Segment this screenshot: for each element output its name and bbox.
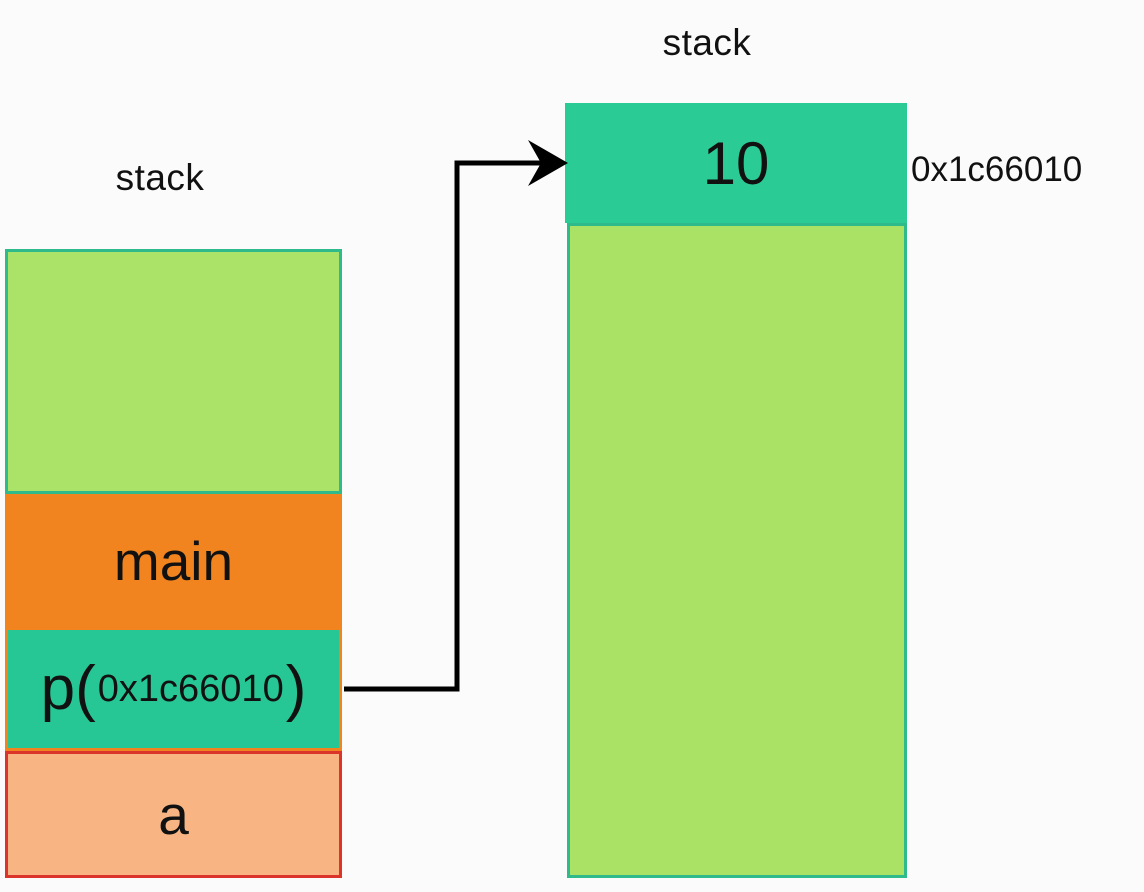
variable-a-label: a [158, 783, 189, 846]
pointer-arrowhead-icon [528, 140, 568, 186]
variable-a-box: a [5, 751, 342, 878]
value-cell-address-label: 0x1c66010 [911, 150, 1083, 189]
pointed-value-cell: 10 [565, 103, 907, 223]
pointer-label-prefix: p( [40, 654, 96, 723]
main-stack-frame: main [5, 494, 342, 627]
pointer-stack-frame: p( 0x1c66010 ) [5, 627, 342, 751]
main-frame-label: main [113, 529, 234, 592]
left-empty-stack-frame [5, 249, 342, 494]
pointer-address-value: 0x1c66010 [97, 668, 284, 710]
pointer-label-suffix: ) [285, 654, 307, 723]
pointer-frame-label: p( 0x1c66010 ) [41, 658, 307, 720]
pointed-value: 10 [702, 129, 770, 197]
left-stack-title: stack [115, 157, 205, 198]
right-stack-title: stack [662, 22, 752, 63]
pointer-arrow-line [344, 160, 556, 692]
right-empty-stack-region [567, 223, 907, 878]
